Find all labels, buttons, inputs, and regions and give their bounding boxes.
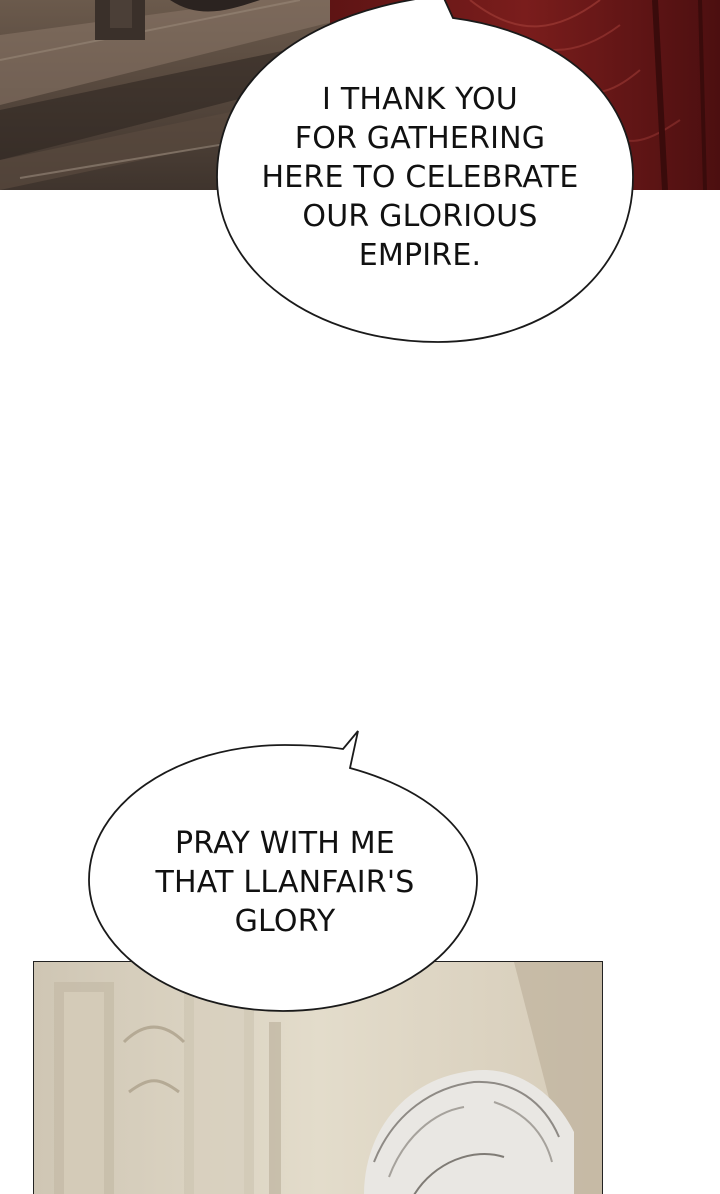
speech-text-2: PRAY WITH ME THAT LLANFAIR'S GLORY [155, 826, 415, 939]
palace-interior-scene [34, 962, 602, 1194]
speech-text-1: I THANK YOU FOR GATHERING HERE TO CELEBR… [261, 82, 579, 273]
bottom-panel-artwork [33, 961, 603, 1194]
